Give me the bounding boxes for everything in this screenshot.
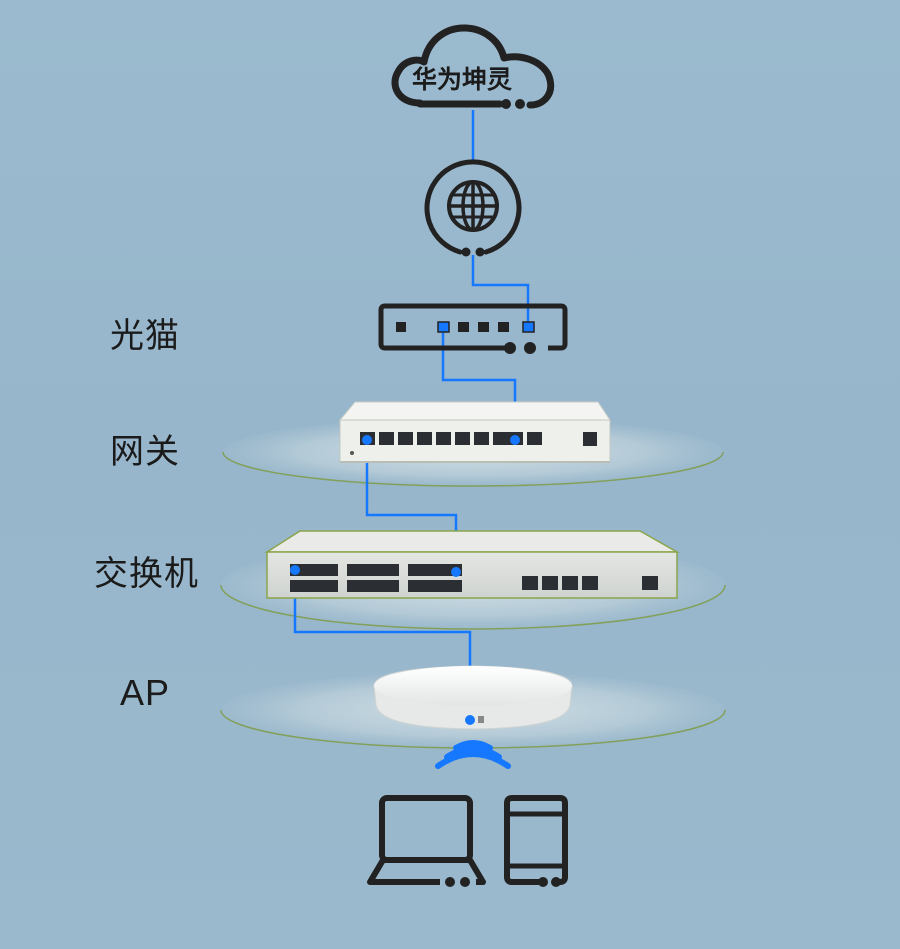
- globe-icon: [424, 159, 522, 257]
- switch-label: 交换机: [94, 554, 199, 594]
- ap-label: AP: [120, 672, 171, 713]
- laptop-icon: [367, 795, 486, 887]
- wifi-signal-icon: [435, 740, 511, 769]
- cloud-icon: [391, 24, 555, 109]
- gateway-device: [338, 401, 611, 463]
- access-point-device: [373, 665, 573, 730]
- cloud-label: 华为坤灵: [412, 65, 512, 94]
- tablet-icon: [504, 795, 568, 887]
- gateway-label: 网关: [110, 432, 180, 472]
- switch-device: [264, 530, 680, 599]
- modem-icon: [378, 303, 568, 354]
- modem-label: 光猫: [110, 316, 180, 356]
